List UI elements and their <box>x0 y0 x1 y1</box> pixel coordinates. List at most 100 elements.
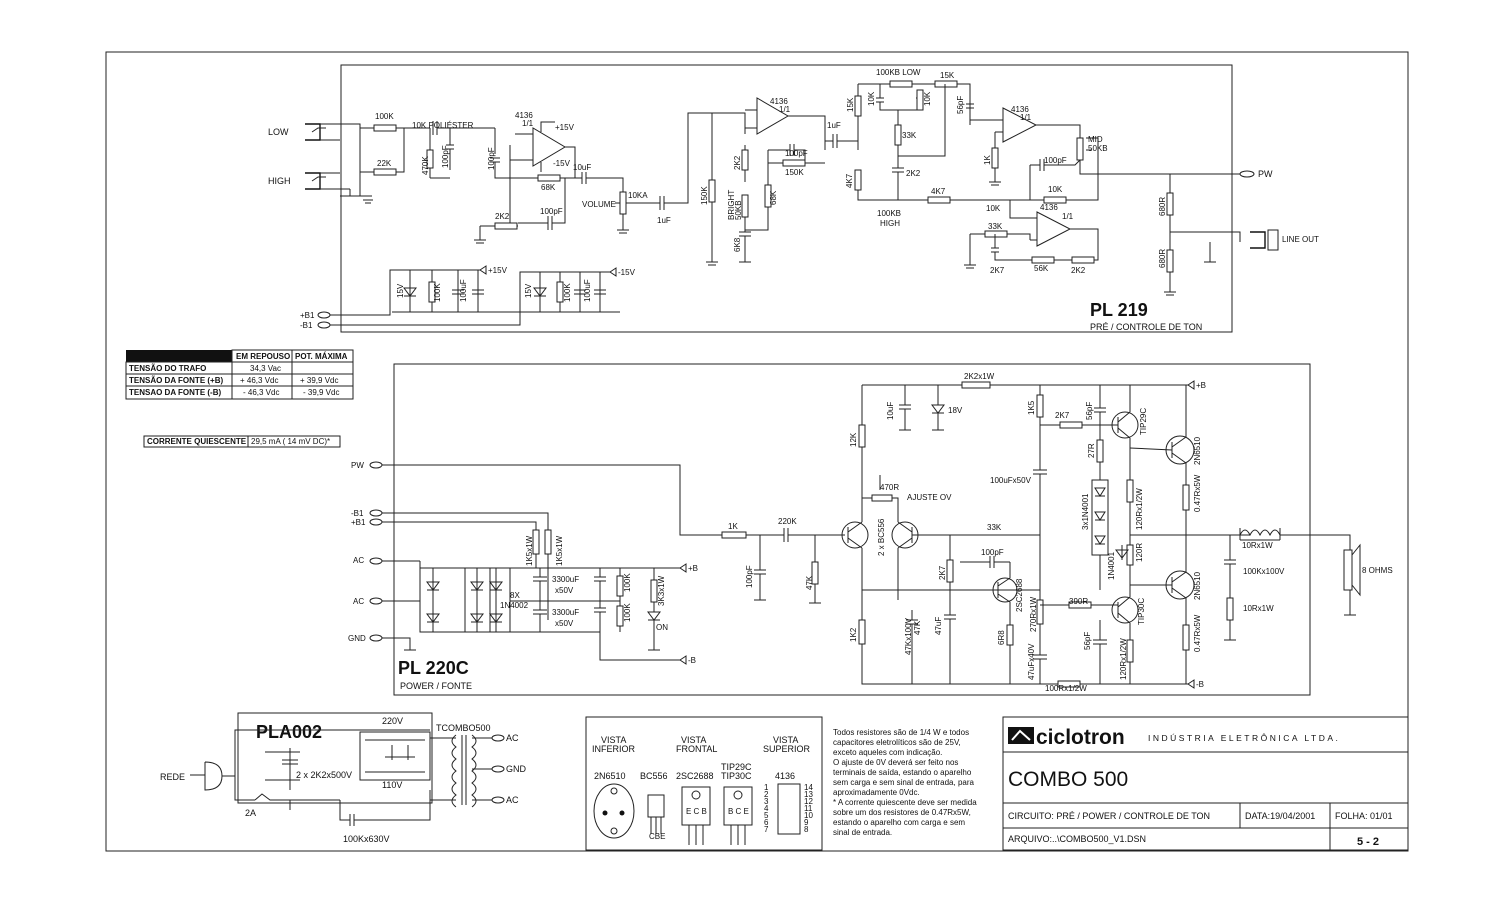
svg-text:2SC2688: 2SC2688 <box>1015 578 1024 612</box>
svg-text:120Rx1/2W: 120Rx1/2W <box>1135 488 1144 530</box>
svg-text:2K2: 2K2 <box>495 212 510 221</box>
svg-text:AJUSTE OV: AJUSTE OV <box>907 493 952 502</box>
to220-package-icon-a <box>681 786 711 845</box>
svg-text:100pF: 100pF <box>540 207 563 216</box>
svg-text:14: 14 <box>804 783 813 792</box>
svg-text:56pF: 56pF <box>956 96 965 114</box>
svg-text:15V: 15V <box>396 283 405 298</box>
svg-text:CBE: CBE <box>649 832 665 841</box>
input-jack-high <box>305 172 350 190</box>
pl220c-subtitle: POWER / FONTE <box>400 681 472 691</box>
svg-text:150K: 150K <box>700 186 709 205</box>
row-minusb-label: TENSAO DA FONTE (-B) <box>129 388 221 397</box>
rail-plus-b-2: +B <box>1196 381 1206 390</box>
svg-text:100pF: 100pF <box>441 145 450 168</box>
svg-text:100KB: 100KB <box>877 209 901 218</box>
svg-text:3x1N4001: 3x1N4001 <box>1081 493 1090 530</box>
svg-text:68K: 68K <box>541 183 556 192</box>
table-header-rest: EM REPOUSO <box>236 352 290 361</box>
svg-text:1K: 1K <box>983 155 992 165</box>
svg-text:capacitores eletrolíticos são: capacitores eletrolíticos são de 25V, <box>833 738 961 747</box>
quiescent-label: CORRENTE QUIESCENTE <box>147 437 247 446</box>
input-low-label: LOW <box>268 127 289 137</box>
svg-text:+ 46,3 Vdc: + 46,3 Vdc <box>240 376 278 385</box>
row-plusb-label: TENSÃO DA FONTE (+B) <box>129 376 223 385</box>
svg-text:56pF: 56pF <box>1085 402 1094 420</box>
svg-text:2K2: 2K2 <box>1071 266 1086 275</box>
svg-text:+15V: +15V <box>555 123 575 132</box>
to3-package-icon <box>593 783 635 839</box>
svg-text:TIP29C: TIP29C <box>1139 408 1148 435</box>
svg-text:100K: 100K <box>433 283 442 302</box>
svg-text:100uF: 100uF <box>583 279 592 302</box>
rail-minus15: -15V <box>618 268 636 277</box>
quiescent-value: 29,5 mA ( 14 mV DC)* <box>251 437 330 446</box>
svg-text:22K: 22K <box>377 159 392 168</box>
svg-text:220K: 220K <box>778 517 797 526</box>
svg-text:220V: 220V <box>382 716 403 726</box>
svg-text:56pF: 56pF <box>1083 632 1092 650</box>
supply-b1-plus: +B1 <box>300 311 315 320</box>
to220-package-icon-b <box>723 786 753 845</box>
svg-text:15V: 15V <box>524 283 533 298</box>
svg-text:10KA: 10KA <box>628 191 648 200</box>
svg-text:10Rx1W: 10Rx1W <box>1243 604 1274 613</box>
svg-text:5: 5 <box>764 811 769 820</box>
svg-text:TIP29C: TIP29C <box>721 762 752 772</box>
svg-text:56K: 56K <box>1034 264 1049 273</box>
svg-text:2 x 2K2x500V: 2 x 2K2x500V <box>296 770 352 780</box>
svg-text:33K: 33K <box>988 222 1003 231</box>
svg-text:120R: 120R <box>1135 543 1144 562</box>
svg-text:1uF: 1uF <box>827 121 841 130</box>
svg-text:10K: 10K <box>986 204 1001 213</box>
svg-text:estando o aparelho com carga e: estando o aparelho com carga e sem <box>833 818 965 827</box>
svg-text:2N6510: 2N6510 <box>1193 436 1202 465</box>
svg-text:Todos resistores são de 1/4 W: Todos resistores são de 1/4 W e todos <box>833 728 969 737</box>
svg-text:INFERIOR: INFERIOR <box>592 744 636 754</box>
svg-text:2K7: 2K7 <box>1055 411 1070 420</box>
pl220c-title: PL 220C <box>398 658 469 678</box>
svg-text:100K: 100K <box>623 573 632 592</box>
sheet-border <box>105 51 1409 852</box>
transformer-label: TCOMBO500 <box>436 723 491 733</box>
svg-text:1K5: 1K5 <box>1027 400 1036 415</box>
svg-text:4136: 4136 <box>1040 203 1058 212</box>
svg-text:6: 6 <box>764 818 769 827</box>
svg-text:BC556: BC556 <box>640 771 668 781</box>
svg-text:2K2x1W: 2K2x1W <box>964 372 995 381</box>
svg-text:11: 11 <box>804 804 813 813</box>
svg-text:* A corrente quiescente deve s: * A corrente quiescente deve ser medida <box>833 798 977 807</box>
svg-text:- 39,9 Vdc: - 39,9 Vdc <box>303 388 339 397</box>
svg-text:4136: 4136 <box>1011 105 1029 114</box>
svg-text:10uF: 10uF <box>886 402 895 420</box>
svg-text:34,3 Vac: 34,3 Vac <box>250 364 281 373</box>
pl219-subtitle: PRÉ / CONTROLE DE TON <box>1090 322 1202 332</box>
pin-minus-b1: -B1 <box>351 509 364 518</box>
svg-text:50KB: 50KB <box>734 200 743 220</box>
supply-b1-minus: -B1 <box>300 321 313 330</box>
svg-text:10K POLIÉSTER: 10K POLIÉSTER <box>412 121 474 130</box>
svg-text:47uFx40V: 47uFx40V <box>1027 643 1036 680</box>
row-trafo-label: TENSÃO DO TRAFO <box>129 364 206 373</box>
svg-text:2N6510: 2N6510 <box>594 771 626 781</box>
svg-text:1N4002: 1N4002 <box>500 601 529 610</box>
svg-text:1K2: 1K2 <box>849 627 858 642</box>
svg-text:10: 10 <box>804 811 813 820</box>
svg-text:100K: 100K <box>375 112 394 121</box>
svg-text:1K5x1W: 1K5x1W <box>525 535 534 566</box>
svg-text:GND: GND <box>506 764 527 774</box>
svg-text:B C E: B C E <box>728 807 749 816</box>
ciclotron-logo-icon <box>1008 727 1034 744</box>
svg-text:VISTA: VISTA <box>601 735 626 745</box>
svg-text:100pF: 100pF <box>1044 156 1067 165</box>
svg-text:2K2: 2K2 <box>733 155 742 170</box>
company-name: INDÚSTRIA ELETRÔNICA LTDA. <box>1148 733 1340 743</box>
svg-text:sinal de entrada.: sinal de entrada. <box>833 828 892 837</box>
svg-text:47K: 47K <box>805 575 814 590</box>
svg-text:3: 3 <box>764 797 769 806</box>
svg-text:terminais de saída, estando o: terminais de saída, estando o aparelho <box>833 768 972 777</box>
component-views: VISTA INFERIOR VISTA FRONTAL VISTA SUPER… <box>585 716 823 851</box>
svg-text:100K: 100K <box>563 283 572 302</box>
svg-text:100uF: 100uF <box>459 279 468 302</box>
